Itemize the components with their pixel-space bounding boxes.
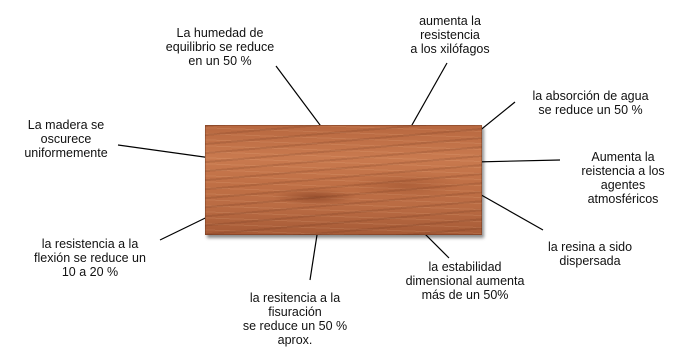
leader-humedad bbox=[275, 65, 324, 130]
label-agentes: Aumenta la reistencia a los agentes atmo… bbox=[581, 150, 665, 206]
leader-xilofagos bbox=[407, 62, 448, 133]
label-humedad: La humedad de equilibrio se reduce en un… bbox=[165, 26, 275, 68]
label-resina: la resina a sido dispersada bbox=[547, 240, 633, 268]
leader-resina bbox=[475, 191, 544, 231]
label-fisuracion: la resitencia a la fisuración se reduce … bbox=[242, 291, 348, 347]
label-absorcion: la absorción de agua se reduce un 50 % bbox=[532, 89, 649, 117]
leader-absorcion bbox=[477, 101, 516, 133]
label-xilofagos: aumenta la resistencia a los xilófagos bbox=[410, 14, 490, 56]
label-estabilidad: la estabilidad dimensional aumenta más d… bbox=[405, 260, 525, 302]
label-flexion: la resistencia a la flexión se reduce un… bbox=[34, 237, 146, 279]
label-oscurece: La madera se oscurece uniformemente bbox=[24, 118, 108, 160]
leader-agentes bbox=[473, 159, 561, 163]
wood-plank bbox=[205, 125, 482, 235]
